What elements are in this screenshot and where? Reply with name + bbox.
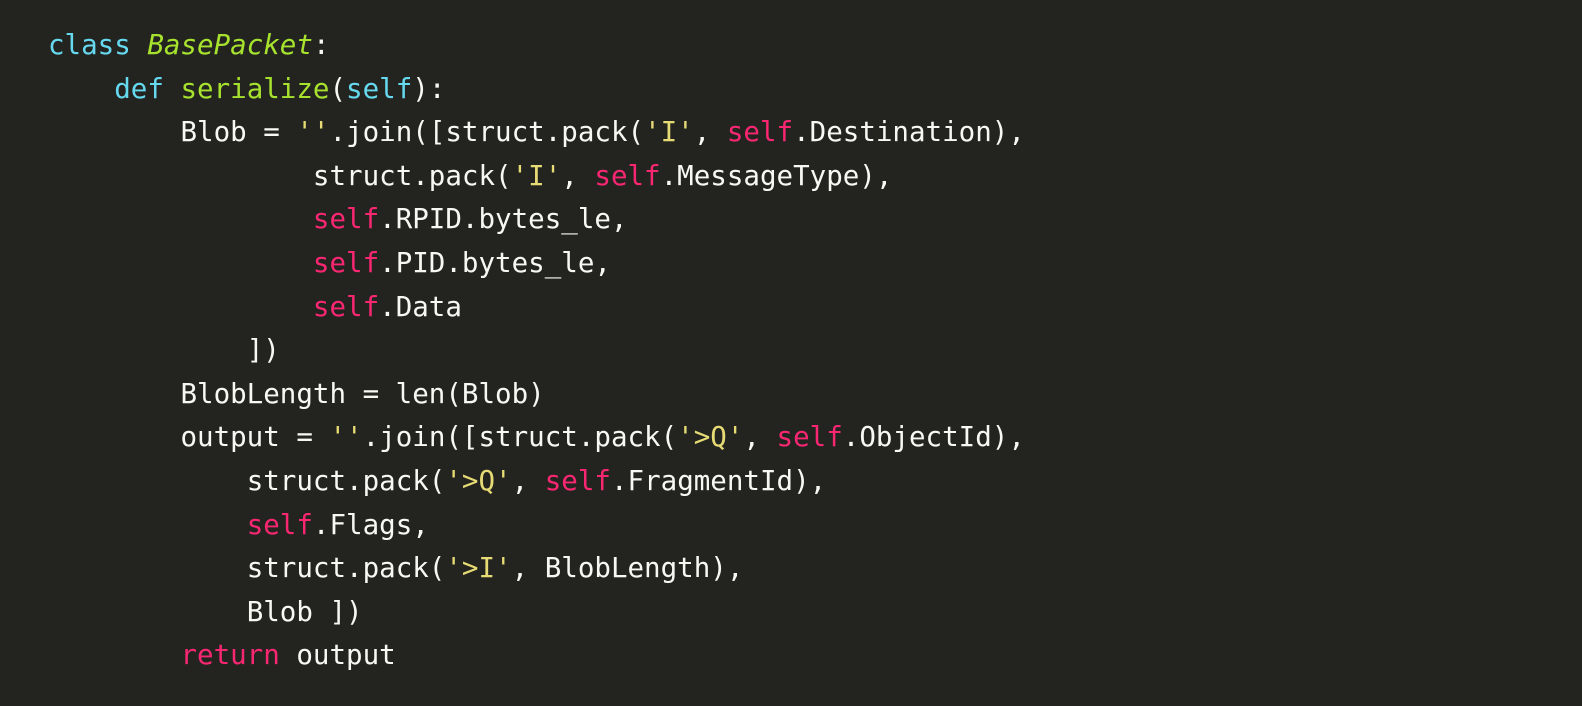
code-line: struct.pack('>Q', self.FragmentId), <box>48 460 1025 504</box>
code-token-keyword: class <box>48 29 131 61</box>
code-token-return: return <box>180 639 280 672</box>
code-token-plain: ]) <box>246 334 280 367</box>
code-token-plain: struct.pack( <box>246 464 446 497</box>
code-line: self.PID.bytes_le, <box>48 242 1025 286</box>
code-line: Blob ]) <box>48 591 1025 635</box>
code-token-self: self <box>776 421 843 454</box>
code-token-plain: .MessageType), <box>660 159 893 192</box>
code-token-plain: .Data <box>379 290 462 323</box>
code-token-plain: ( <box>329 72 347 105</box>
code-token-funcname: serialize <box>180 72 330 105</box>
code-indent <box>48 596 247 628</box>
code-line: struct.pack('I', self.MessageType), <box>48 155 1025 199</box>
code-indent <box>48 160 313 192</box>
code-indent <box>48 247 313 279</box>
code-indent <box>48 639 180 671</box>
code-token-plain: .Destination), <box>793 116 1025 149</box>
code-line: Blob = ''.join([struct.pack('I', self.De… <box>48 111 1025 155</box>
code-indent <box>48 421 180 453</box>
code-token-string: '>Q' <box>677 421 744 454</box>
code-line: self.Data <box>48 286 1025 330</box>
code-indent <box>48 334 247 366</box>
code-token-self: self <box>594 159 661 192</box>
code-indent <box>48 552 247 584</box>
code-token-plain: struct.pack( <box>312 159 512 192</box>
code-line: ]) <box>48 329 1025 373</box>
code-indent <box>48 203 313 235</box>
code-token-plain: .join([struct.pack( <box>329 116 645 149</box>
code-token-plain: struct.pack( <box>246 552 446 585</box>
code-token-plain: BlobLength = len(Blob) <box>180 377 545 410</box>
code-token-self: self <box>544 464 611 497</box>
code-line: return output <box>48 634 1025 678</box>
code-token-classname: BasePacket <box>147 29 313 61</box>
code-token-plain: ): <box>412 72 446 105</box>
code-token-plain: .FragmentId), <box>610 464 827 497</box>
code-indent <box>48 378 180 410</box>
code-token-self: self <box>312 203 380 236</box>
code-token-plain: , <box>511 464 545 497</box>
code-token-self: self <box>726 116 794 149</box>
code-line: self.Flags, <box>48 504 1025 548</box>
code-line: class BasePacket: <box>48 24 1025 68</box>
code-line: def serialize(self): <box>48 68 1025 112</box>
code-line: output = ''.join([struct.pack('>Q', self… <box>48 416 1025 460</box>
code-token-plain: .join([struct.pack( <box>362 421 678 454</box>
code-token-string: '' <box>296 116 330 149</box>
code-token-plain: : <box>312 29 330 61</box>
code-token-string: 'I' <box>511 159 562 192</box>
code-line: struct.pack('>I', BlobLength), <box>48 547 1025 591</box>
code-token-self: self <box>246 508 313 541</box>
code-indent <box>48 73 114 105</box>
code-token-string: '>Q' <box>445 464 512 497</box>
code-token-plain: , <box>743 421 777 454</box>
code-token-plain <box>164 73 181 105</box>
code-token-plain: , <box>693 116 727 149</box>
code-token-def: def <box>114 72 164 105</box>
code-line: self.RPID.bytes_le, <box>48 198 1025 242</box>
code-token-string: '>I' <box>445 552 512 585</box>
code-token-self: self <box>312 246 380 279</box>
code-token-plain: , BlobLength), <box>511 552 744 585</box>
code-token-string: '' <box>329 421 363 454</box>
code-token-plain: .RPID.bytes_le, <box>379 203 628 236</box>
code-token-plain: Blob ]) <box>246 595 363 628</box>
code-indent <box>48 116 180 148</box>
code-token-plain <box>131 29 148 61</box>
code-indent <box>48 465 247 497</box>
code-block: class BasePacket: def serialize(self): B… <box>48 24 1025 678</box>
code-token-plain: output = <box>180 421 330 454</box>
code-token-plain: , <box>561 159 595 192</box>
code-indent <box>48 291 313 323</box>
code-token-plain: Blob = <box>180 116 297 149</box>
code-token-selfparam: self <box>346 72 413 105</box>
code-token-plain: .Flags, <box>312 508 429 541</box>
code-token-plain: output <box>279 639 396 672</box>
code-token-plain: .ObjectId), <box>842 421 1025 454</box>
code-line: BlobLength = len(Blob) <box>48 373 1025 417</box>
code-token-plain: .PID.bytes_le, <box>379 246 611 279</box>
code-token-self: self <box>312 290 380 323</box>
code-indent <box>48 509 247 541</box>
code-token-string: 'I' <box>644 116 694 149</box>
